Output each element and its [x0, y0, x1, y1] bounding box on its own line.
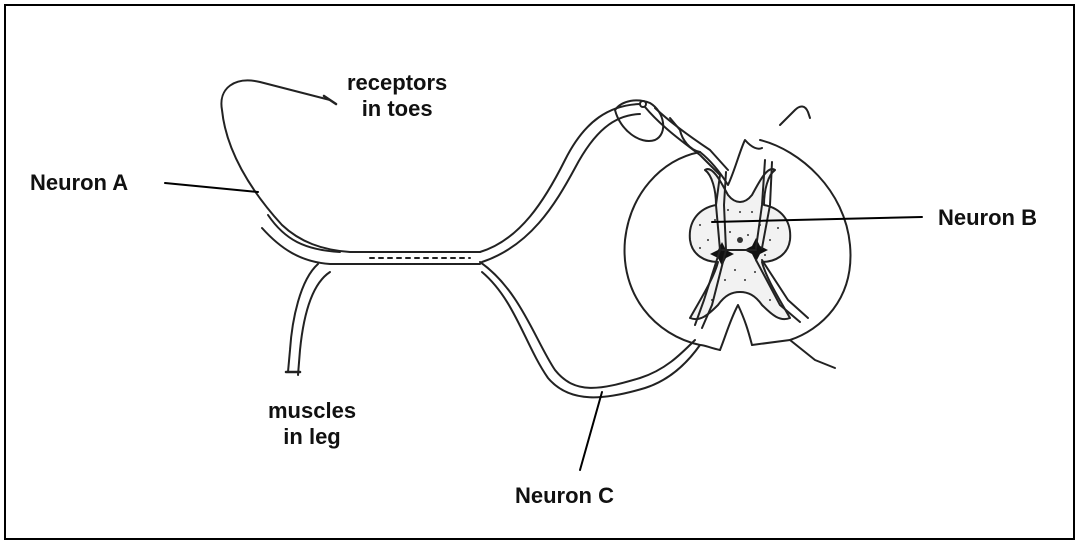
muscles-label-line1: muscles: [268, 398, 356, 424]
receptors-label-line1: receptors: [347, 70, 447, 96]
muscles-label-line2: in leg: [268, 424, 356, 450]
nerve-left: [262, 215, 480, 375]
receptors-label-line2: in toes: [347, 96, 447, 122]
neuron-a-label: Neuron A: [30, 170, 128, 196]
nerve-junction-dashes: [370, 252, 470, 264]
neuron-c-label: Neuron C: [515, 483, 614, 509]
muscles-label: muscles in leg: [268, 398, 356, 450]
receptors-label: receptors in toes: [347, 70, 447, 122]
ventral-root: [480, 262, 700, 397]
neuron-c-leader: [580, 392, 602, 470]
neuron-b-label: Neuron B: [938, 205, 1037, 231]
neuron-a-leader: [165, 183, 258, 192]
